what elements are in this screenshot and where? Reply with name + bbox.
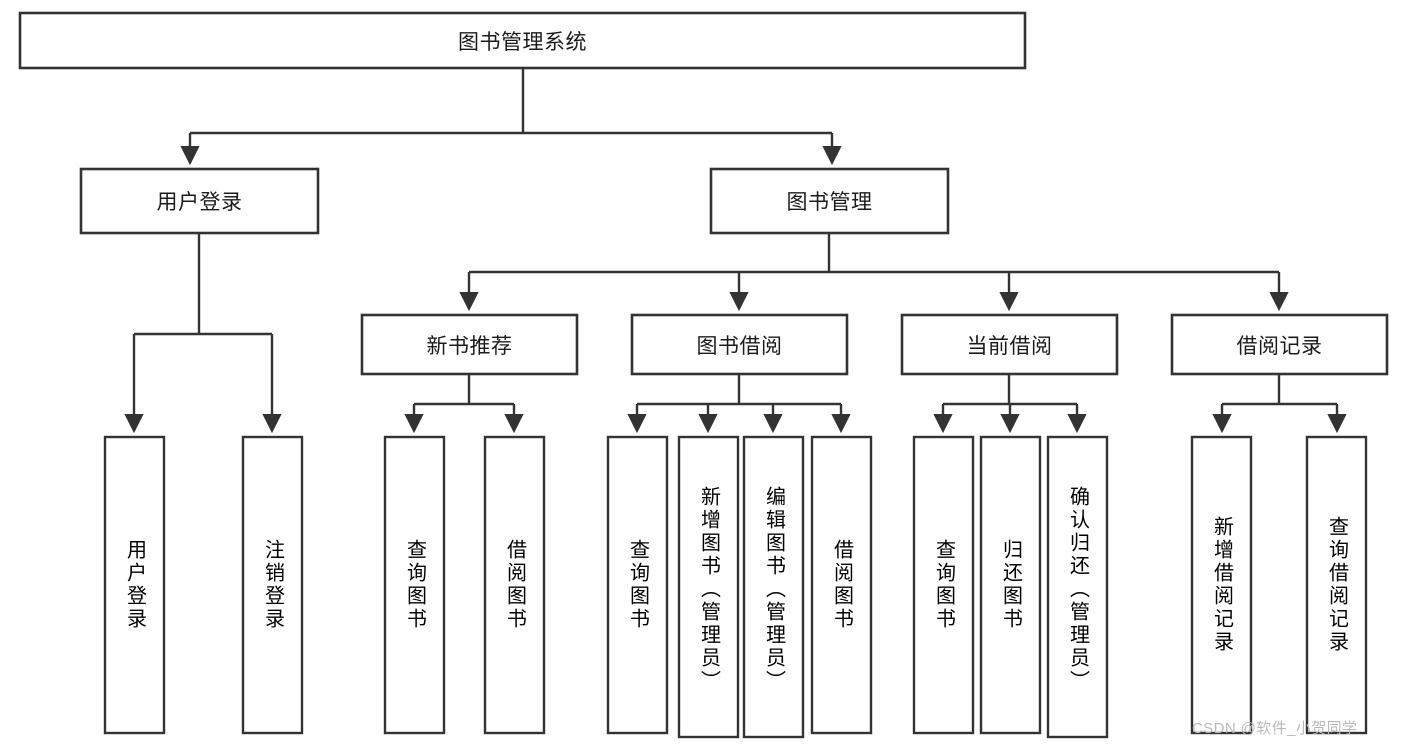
leaf-box-borrow-record-1[interactable] <box>1305 435 1368 735</box>
leaf-label-wrap-current-borrow-2: 确认归还（管理员） <box>1048 441 1107 737</box>
node-user-login-box[interactable] <box>79 167 320 235</box>
leaf-label-current-borrow-0: 查询图书 <box>932 539 955 631</box>
leaf-label-wrap-borrow-record-0: 新增借阅记录 <box>1192 437 1251 733</box>
leaf-label-wrap-book-borrow-1: 新增图书（管理员） <box>679 441 738 737</box>
leaf-label-current-borrow-1: 归还图书 <box>999 539 1022 631</box>
leaf-label-wrap-new-book-1: 借阅图书 <box>485 437 544 733</box>
leaf-label-wrap-book-borrow-3: 借阅图书 <box>812 437 871 733</box>
leaf-label-book-borrow-1: 新增图书（管理员） <box>697 485 720 693</box>
leaf-label-wrap-current-borrow-0: 查询图书 <box>914 437 973 733</box>
leaf-box-current-borrow-1[interactable] <box>979 435 1042 735</box>
node-book-management-box[interactable] <box>709 167 950 235</box>
leaf-label-wrap-borrow-record-1: 查询借阅记录 <box>1307 437 1366 733</box>
node-root-box[interactable] <box>18 11 1027 70</box>
leaf-label-book-borrow-2: 编辑图书（管理员） <box>762 485 785 693</box>
leaf-label-book-borrow-3: 借阅图书 <box>830 539 853 631</box>
node-borrow-record-box[interactable] <box>1170 313 1389 376</box>
node-new-book-recommend-box[interactable] <box>360 313 579 376</box>
leaf-label-wrap-user-login-0: 用户登录 <box>105 437 164 733</box>
leaf-box-current-borrow-2[interactable] <box>1046 435 1109 739</box>
leaf-box-current-borrow-0[interactable] <box>912 435 975 735</box>
leaf-box-book-borrow-1[interactable] <box>677 435 740 739</box>
leaf-label-wrap-current-borrow-1: 归还图书 <box>981 437 1040 733</box>
leaf-label-borrow-record-1: 查询借阅记录 <box>1325 516 1348 654</box>
node-current-borrow-box[interactable] <box>900 313 1119 376</box>
leaf-label-wrap-book-borrow-0: 查询图书 <box>608 437 667 733</box>
leaf-label-new-book-1: 借阅图书 <box>503 539 526 631</box>
leaf-label-wrap-user-login-1: 注销登录 <box>243 437 302 733</box>
leaf-label-current-borrow-2: 确认归还（管理员） <box>1066 485 1089 693</box>
leaf-label-user-login-0: 用户登录 <box>123 539 146 631</box>
leaf-label-book-borrow-0: 查询图书 <box>626 539 649 631</box>
leaf-box-new-book-0[interactable] <box>383 435 446 735</box>
watermark-text: CSDN @软件_小贺同学 <box>1192 720 1358 737</box>
leaf-box-book-borrow-3[interactable] <box>810 435 873 735</box>
leaf-box-new-book-1[interactable] <box>483 435 546 735</box>
leaf-label-wrap-book-borrow-2: 编辑图书（管理员） <box>744 441 803 737</box>
leaf-label-new-book-0: 查询图书 <box>403 539 426 631</box>
leaf-box-borrow-record-0[interactable] <box>1190 435 1253 735</box>
leaf-box-book-borrow-2[interactable] <box>742 435 805 739</box>
leaf-box-book-borrow-0[interactable] <box>606 435 669 735</box>
node-book-borrow-box[interactable] <box>630 313 849 376</box>
leaf-box-user-login-1[interactable] <box>241 435 304 735</box>
leaf-label-borrow-record-0: 新增借阅记录 <box>1210 516 1233 654</box>
leaf-label-user-login-1: 注销登录 <box>261 539 284 631</box>
leaf-label-wrap-new-book-0: 查询图书 <box>385 437 444 733</box>
leaf-box-user-login-0[interactable] <box>103 435 166 735</box>
